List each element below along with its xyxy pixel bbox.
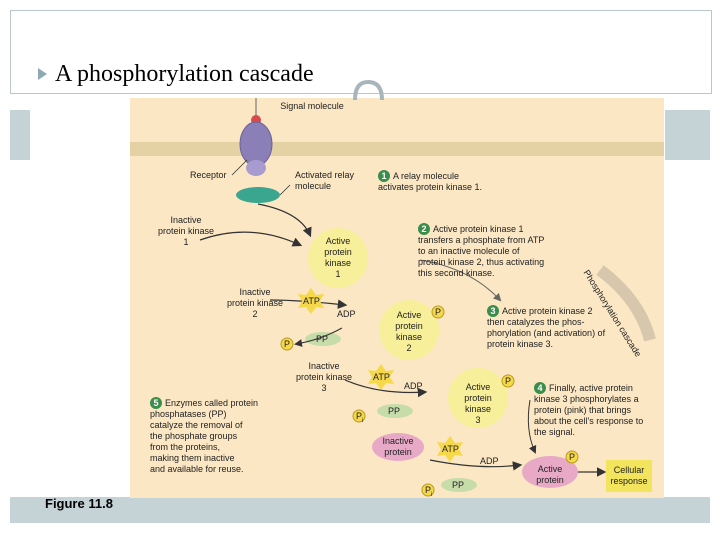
figure-label: Figure 11.8 (45, 496, 113, 511)
diagram-panel (130, 98, 664, 498)
activated-relay-label: Activated relay molecule (295, 170, 355, 191)
pp1-label: PP (316, 334, 329, 344)
slide-bottom-band (10, 497, 710, 523)
step4-badge: 4 (534, 382, 546, 394)
plasma-membrane (130, 142, 664, 156)
pk2-released-phosphate-icon (280, 337, 294, 351)
atp1-star (298, 288, 324, 314)
active-pk3-label: Active protein kinase 3 (464, 382, 492, 425)
pk1-activation-arrow (199, 231, 303, 247)
receptor-base (246, 160, 266, 176)
pk2-halo (379, 300, 439, 360)
protein-activation-arrow (429, 459, 523, 471)
active-pk2-label: Active protein kinase 2 (395, 310, 423, 353)
relay-leader-line (279, 184, 291, 196)
step4-arrow (527, 399, 537, 454)
pk1-halo (308, 228, 368, 288)
cellular-response-label: Cellular response (610, 465, 648, 486)
slide-title: A phosphorylation cascade (38, 60, 314, 88)
adp2-label: ADP (404, 381, 423, 391)
step2-badge: 2 (418, 223, 430, 235)
bullet-arrow-icon (38, 68, 47, 81)
pp2-label: PP (388, 406, 401, 416)
atp2-star (368, 364, 394, 390)
pp2-oval (377, 404, 413, 418)
pp1-oval (305, 332, 341, 346)
step5-badge: 5 (150, 397, 162, 409)
signal-molecule-label: Signal molecule (280, 101, 344, 111)
protein-released-phosphate-icon (421, 483, 435, 497)
relay-activation-arrow (257, 203, 312, 238)
relay-molecule-shape (236, 187, 280, 203)
receptor-shape (239, 121, 273, 167)
pk3-halo (448, 368, 508, 428)
inactive-pk1-label: Inactive protein kinase 1 (157, 215, 215, 247)
pp3-label: PP (452, 480, 465, 490)
receptor-label: Receptor (190, 170, 227, 180)
inactive-pk2-label: Inactive protein kinase 2 (226, 287, 284, 319)
cascade-band (596, 265, 656, 342)
pk3-phosphate-icon (501, 374, 515, 388)
pi3-label: Pi (425, 485, 433, 498)
protein-p-label: P (569, 452, 576, 462)
pk3-activation-arrow (344, 379, 428, 398)
p1-label: P (284, 339, 291, 349)
atp3-star (437, 436, 463, 462)
cellular-response-box (606, 460, 652, 492)
active-protein-label: Active protein (536, 464, 564, 485)
pk3-released-phosphate-icon (352, 409, 366, 423)
pi2-label: Pi (356, 411, 364, 424)
receptor-leader-line (231, 159, 248, 176)
step3-badge: 3 (487, 305, 499, 317)
active-pk1-label: Active protein kinase 1 (324, 236, 352, 279)
atp3-label: ATP (442, 444, 459, 454)
inactive-protein-label: Inactive protein (382, 436, 414, 457)
pk3-p-label: P (505, 376, 512, 386)
step2-arrow (419, 259, 502, 302)
slide-right-band (665, 110, 710, 160)
atp2-label: ATP (373, 372, 390, 382)
slide-left-band (10, 110, 30, 160)
inactive-pk3-label: Inactive protein kinase 3 (295, 361, 353, 393)
pp1-arrow (294, 327, 343, 347)
adp3-label: ADP (480, 456, 499, 466)
step1-badge: 1 (378, 170, 390, 182)
inactive-protein-shape (372, 433, 424, 461)
pk2-phosphate-icon (431, 305, 445, 319)
slide-hook-decoration (353, 79, 384, 101)
protein-phosphate-icon (565, 450, 579, 464)
slide-top-frame (10, 10, 712, 94)
atp1-label: ATP (303, 296, 320, 306)
active-protein-shape (522, 456, 578, 488)
pk2-p-label: P (435, 307, 442, 317)
pp3-oval (441, 478, 477, 492)
adp1-label: ADP (337, 309, 356, 319)
